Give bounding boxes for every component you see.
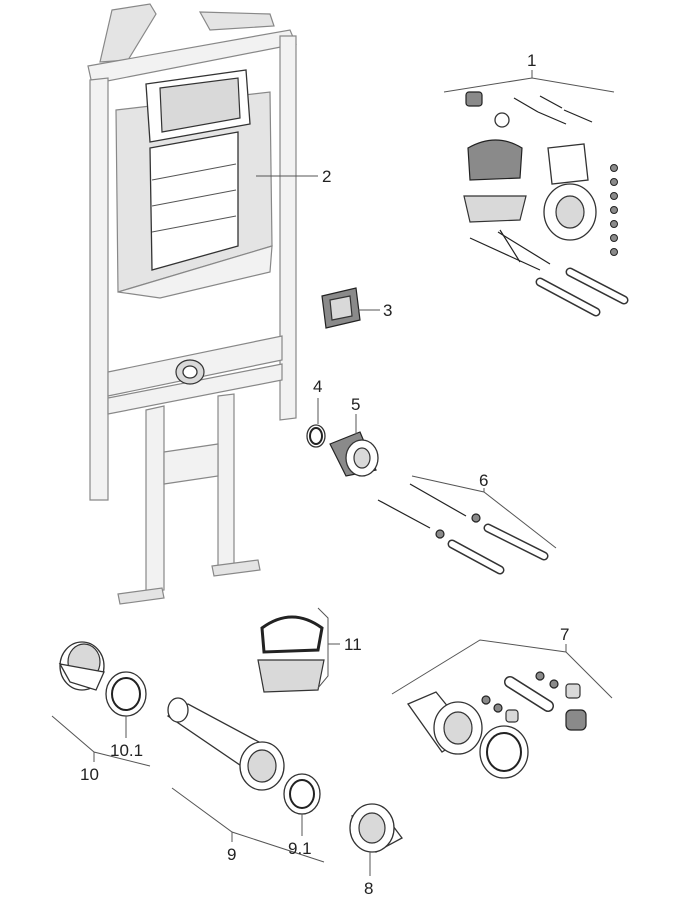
callout-labels: 1 2 3 4 5 6 7 8 9 9.1 10 10.1 11 xyxy=(80,51,569,898)
callout-2: 2 xyxy=(322,167,331,186)
part-10-connector xyxy=(58,641,105,691)
callout-9-1: 9.1 xyxy=(288,839,312,858)
callout-5: 5 xyxy=(351,395,360,414)
part-9-pipe xyxy=(166,697,325,863)
part-4-seal xyxy=(306,398,326,448)
part-3-bracket xyxy=(321,287,380,329)
callout-10: 10 xyxy=(80,765,99,784)
part-11-clamp xyxy=(257,607,340,693)
callout-10-1: 10.1 xyxy=(110,741,143,760)
callout-8: 8 xyxy=(364,879,373,898)
installation-frame xyxy=(87,3,318,605)
callout-7: 7 xyxy=(560,625,569,644)
part-1-accessory-set xyxy=(443,70,629,317)
part-5-sleeve xyxy=(329,414,379,477)
callout-11: 11 xyxy=(344,635,362,654)
callout-4: 4 xyxy=(313,377,322,396)
callout-3: 3 xyxy=(383,301,392,320)
part-8-sleeve xyxy=(349,803,403,876)
callout-1: 1 xyxy=(527,51,536,70)
callout-9: 9 xyxy=(227,845,236,864)
callout-6: 6 xyxy=(479,471,488,490)
part-7-connection-set xyxy=(391,639,613,779)
part-6-rods xyxy=(377,475,557,575)
part-10-1-seal xyxy=(51,671,151,767)
part-9-1-seal xyxy=(283,773,321,836)
